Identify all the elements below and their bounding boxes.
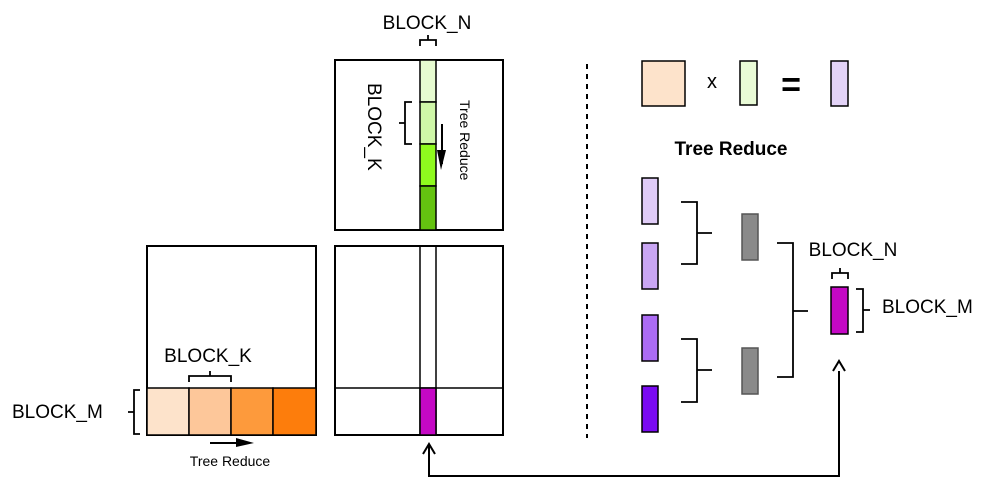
tree-mid-2 bbox=[741, 347, 759, 395]
tree-reduce-diagram bbox=[641, 177, 849, 433]
tree-bracket-3 bbox=[777, 242, 808, 378]
a-block-4 bbox=[272, 387, 317, 436]
block-k-vertical-label: BLOCK_K bbox=[363, 83, 384, 171]
block-m-right-label: BLOCK_M bbox=[882, 297, 973, 318]
legend-equals: = bbox=[781, 66, 801, 104]
matrix-b bbox=[334, 59, 504, 231]
tree-bracket-2 bbox=[681, 338, 712, 403]
b-block-2 bbox=[419, 101, 437, 145]
tree-reduce-a-label: Tree Reduce bbox=[190, 453, 271, 469]
block-n-top-label: BLOCK_N bbox=[383, 13, 472, 34]
tree-leaf-4 bbox=[641, 385, 659, 433]
tree-bracket-1 bbox=[681, 201, 712, 265]
legend-c-block bbox=[830, 60, 849, 107]
connector-arrowhead-right bbox=[832, 359, 846, 372]
block-k-vertical-bracket bbox=[399, 101, 412, 145]
tree-reduce-vertical-arrowhead bbox=[437, 150, 446, 170]
tree-leaf-2 bbox=[641, 242, 659, 290]
block-k-a-label: BLOCK_K bbox=[164, 346, 252, 367]
block-m-right-bracket bbox=[856, 288, 870, 333]
block-m-a-label: BLOCK_M bbox=[12, 402, 103, 423]
a-block-1 bbox=[146, 387, 190, 436]
b-block-4 bbox=[419, 185, 437, 231]
block-n-right-bracket bbox=[831, 268, 849, 279]
legend-a-block bbox=[641, 60, 686, 107]
block-k-a-bracket bbox=[188, 371, 232, 382]
matrix-b-frame bbox=[334, 59, 504, 231]
block-n-right-label: BLOCK_N bbox=[809, 240, 898, 261]
matrix-a bbox=[146, 245, 317, 436]
tree-reduce-a-arrowhead bbox=[236, 438, 254, 447]
legend-b-block bbox=[739, 60, 758, 106]
tree-reduce-vertical-label: Tree Reduce bbox=[457, 100, 473, 181]
matrix-c-frame bbox=[334, 245, 504, 436]
block-m-a-bracket bbox=[128, 389, 140, 435]
tree-root bbox=[830, 286, 849, 335]
b-block-1 bbox=[419, 59, 437, 103]
tree-reduce-title: Tree Reduce bbox=[675, 139, 788, 160]
tree-mid-1 bbox=[741, 213, 759, 261]
legend: x = bbox=[641, 60, 849, 107]
block-n-top-bracket bbox=[419, 35, 437, 46]
legend-times: x bbox=[707, 71, 717, 93]
tree-leaf-1 bbox=[641, 177, 659, 225]
a-block-3 bbox=[230, 387, 274, 436]
tree-leaf-3 bbox=[641, 314, 659, 362]
c-block bbox=[419, 387, 437, 436]
connector-line bbox=[428, 371, 840, 477]
b-block-3 bbox=[419, 143, 437, 187]
a-block-2 bbox=[188, 387, 232, 436]
matrix-c bbox=[334, 245, 504, 436]
